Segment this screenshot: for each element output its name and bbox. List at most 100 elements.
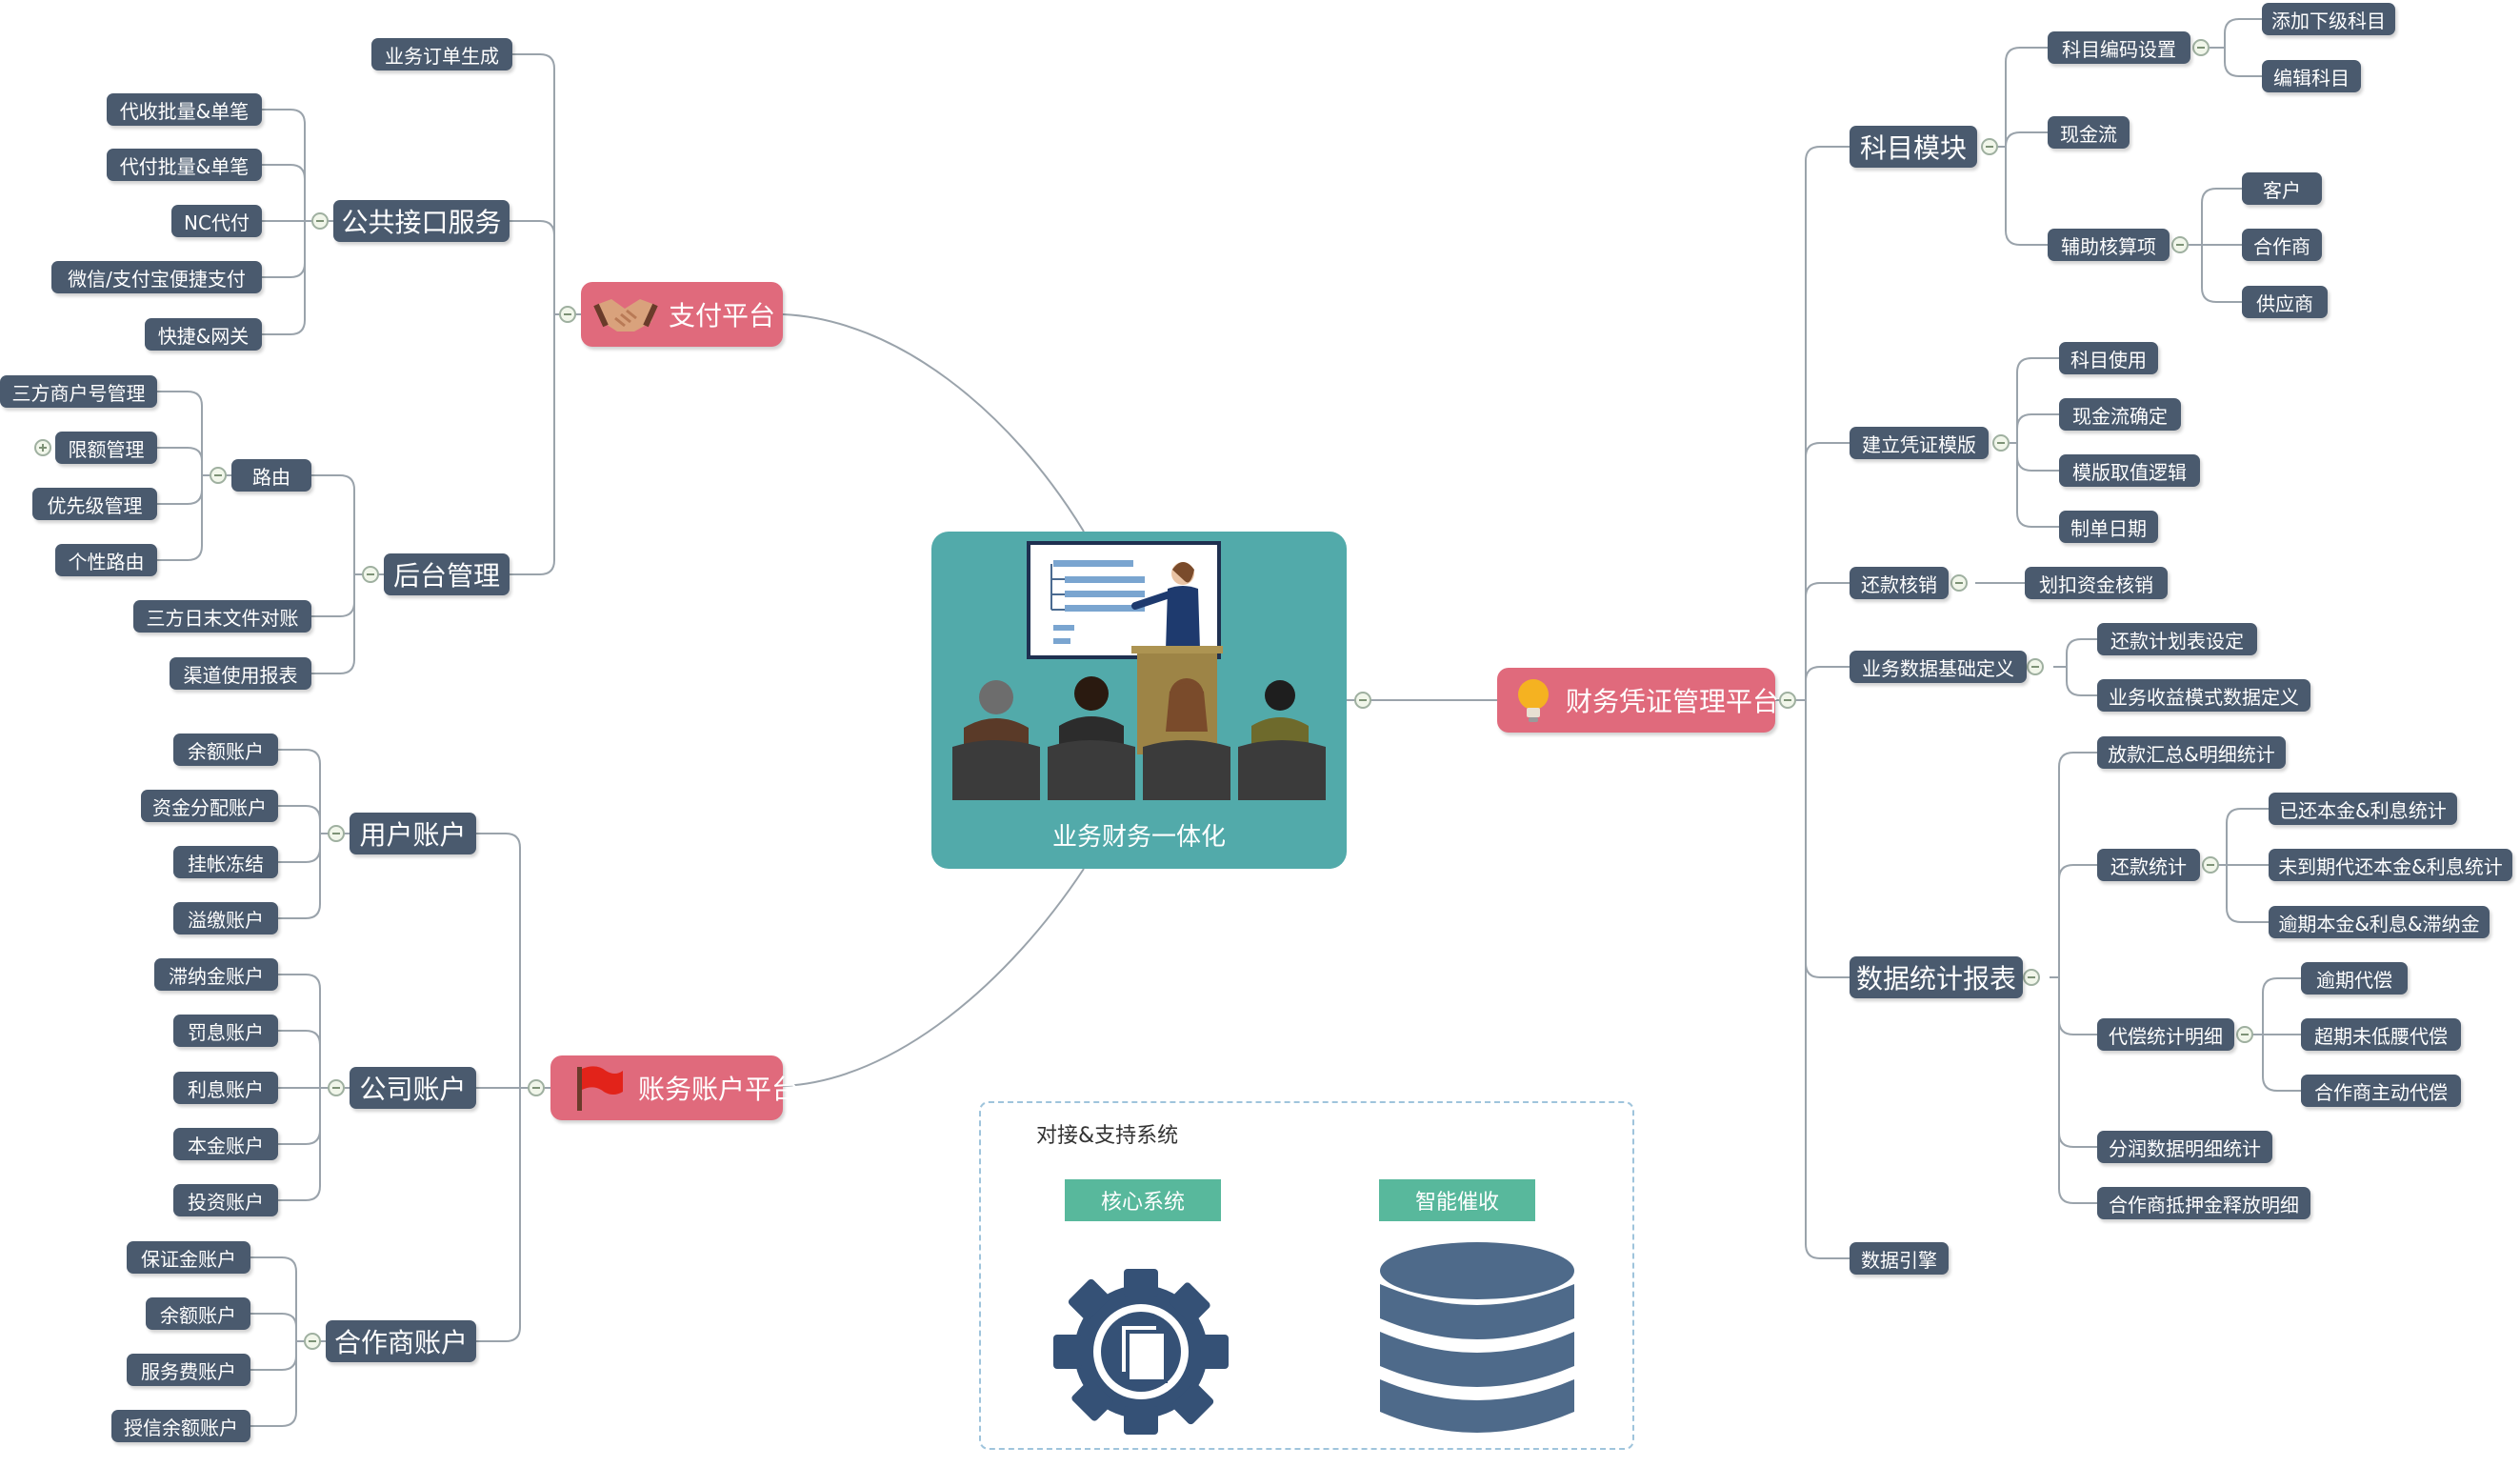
routing-node[interactable]: 路由	[231, 459, 311, 492]
stats-node[interactable]: 数据统计报表	[1850, 956, 2023, 998]
account-platform[interactable]: 账务账户平台	[550, 1055, 798, 1120]
subject-coding-item[interactable]: 添加下级科目	[2262, 3, 2395, 35]
subject-coding-item[interactable]: 编辑科目	[2262, 60, 2361, 92]
public-api-item[interactable]: NC代付	[171, 205, 262, 237]
collapse-toggle[interactable]	[2192, 39, 2210, 56]
public-api-item[interactable]: 微信/支付宝便捷支付	[51, 261, 262, 293]
subject-coding-node[interactable]: 科目编码设置	[2048, 31, 2190, 64]
collapse-toggle[interactable]	[1950, 574, 1968, 592]
backend-item[interactable]: 三方日末文件对账	[133, 600, 311, 633]
collapse-toggle[interactable]	[1992, 434, 2010, 452]
partner-account-item[interactable]: 保证金账户	[127, 1241, 250, 1274]
compensation-item[interactable]: 逾期代偿	[2301, 962, 2408, 995]
company-account-item[interactable]: 罚息账户	[173, 1015, 278, 1047]
partner-account-item[interactable]: 余额账户	[146, 1297, 250, 1330]
company-account-item[interactable]: 投资账户	[173, 1184, 278, 1216]
data-engine-node[interactable]: 数据引擎	[1850, 1242, 1949, 1275]
collapse-toggle[interactable]	[1779, 692, 1796, 709]
aux-node[interactable]: 辅助核算项	[2048, 229, 2170, 261]
company-account-item[interactable]: 滞纳金账户	[154, 958, 278, 991]
collateral-node[interactable]: 合作商抵押金释放明细	[2097, 1187, 2310, 1219]
partner-account-node[interactable]: 合作商账户	[326, 1320, 476, 1362]
backend-node[interactable]: 后台管理	[384, 553, 510, 595]
company-account-item[interactable]: 本金账户	[173, 1128, 278, 1160]
collapse-toggle[interactable]	[328, 1079, 345, 1096]
center-label: 业务财务一体化	[1051, 823, 1226, 852]
lightbulb-icon	[1518, 679, 1549, 722]
support-systems-box: 对接&支持系统 核心系统 智能催收	[979, 1101, 1634, 1450]
public-api-node[interactable]: 公共接口服务	[333, 200, 510, 242]
cashflow-node[interactable]: 现金流	[2048, 116, 2130, 149]
template-item[interactable]: 制单日期	[2059, 511, 2158, 543]
user-account-item[interactable]: 溢缴账户	[173, 902, 278, 934]
center-topic[interactable]: 业务财务一体化	[931, 532, 1347, 869]
collapse-toggle[interactable]	[2202, 856, 2219, 874]
collapse-toggle[interactable]	[328, 825, 345, 842]
routing-item[interactable]: 限额管理	[55, 432, 157, 464]
routing-item[interactable]: 三方商户号管理	[0, 375, 157, 408]
user-account-item[interactable]: 挂帐冻结	[173, 846, 278, 878]
account-platform-label: 账务账户平台	[638, 1074, 799, 1105]
compensation-node[interactable]: 代偿统计明细	[2097, 1018, 2234, 1051]
template-item[interactable]: 科目使用	[2059, 342, 2158, 374]
aux-item[interactable]: 合作商	[2242, 229, 2322, 261]
collapse-toggle[interactable]	[304, 1333, 321, 1350]
collapse-toggle[interactable]	[528, 1079, 545, 1096]
finance-platform-label: 财务凭证管理平台	[1566, 686, 1780, 717]
repay-stats-item[interactable]: 未到期代还本金&利息统计	[2269, 849, 2512, 881]
template-item[interactable]: 模版取值逻辑	[2059, 454, 2200, 487]
public-api-item[interactable]: 快捷&网关	[145, 318, 262, 351]
backend-item[interactable]: 渠道使用报表	[170, 657, 311, 690]
gear-document-icon	[1053, 1269, 1229, 1435]
routing-item[interactable]: 个性路由	[55, 544, 157, 576]
collapse-toggle[interactable]	[559, 306, 576, 323]
bizdata-node[interactable]: 业务数据基础定义	[1850, 651, 2027, 683]
collapse-toggle[interactable]	[2027, 658, 2044, 675]
collapse-toggle[interactable]	[2171, 236, 2189, 253]
compensation-item[interactable]: 超期未低腰代偿	[2301, 1018, 2461, 1051]
collection-system-tag[interactable]: 智能催收	[1379, 1179, 1535, 1221]
payment-platform[interactable]: 支付平台	[581, 282, 783, 347]
red-flag-icon	[577, 1066, 623, 1111]
collapse-toggle[interactable]	[362, 566, 379, 583]
user-account-node[interactable]: 用户账户	[350, 813, 476, 854]
repay-node[interactable]: 还款核销	[1850, 567, 1949, 599]
partner-account-item[interactable]: 服务费账户	[127, 1354, 250, 1386]
collapse-toggle[interactable]	[210, 467, 227, 484]
collapse-toggle[interactable]	[2236, 1026, 2253, 1043]
expand-toggle[interactable]	[34, 439, 51, 456]
collapse-toggle[interactable]	[311, 212, 329, 230]
aux-item[interactable]: 供应商	[2242, 286, 2328, 318]
template-node[interactable]: 建立凭证模版	[1850, 427, 1989, 459]
collapse-toggle[interactable]	[2023, 969, 2040, 986]
repay-stats-node[interactable]: 还款统计	[2097, 849, 2200, 881]
template-item[interactable]: 现金流确定	[2059, 398, 2181, 431]
profit-node[interactable]: 分润数据明细统计	[2097, 1131, 2272, 1163]
public-api-item[interactable]: 代付批量&单笔	[107, 149, 262, 181]
handshake-icon	[593, 299, 658, 332]
support-title: 对接&支持系统	[1036, 1124, 1179, 1148]
routing-item[interactable]: 优先级管理	[32, 488, 157, 520]
bizdata-item[interactable]: 还款计划表设定	[2097, 623, 2257, 655]
compensation-item[interactable]: 合作商主动代偿	[2301, 1075, 2461, 1107]
collapse-toggle[interactable]	[1354, 692, 1371, 709]
stats-loan-node[interactable]: 放款汇总&明细统计	[2097, 736, 2286, 769]
company-account-item[interactable]: 利息账户	[173, 1072, 278, 1104]
public-api-item[interactable]: 代收批量&单笔	[107, 93, 262, 126]
order-node[interactable]: 业务订单生成	[371, 38, 512, 70]
user-account-item[interactable]: 资金分配账户	[141, 790, 278, 822]
finance-platform[interactable]: 财务凭证管理平台	[1497, 668, 1779, 733]
subject-module-node[interactable]: 科目模块	[1850, 126, 1977, 168]
partner-account-item[interactable]: 授信余额账户	[111, 1410, 250, 1442]
aux-item[interactable]: 客户	[2242, 172, 2322, 205]
presentation-icon	[952, 541, 1326, 800]
repay-stats-item[interactable]: 逾期本金&利息&滞纳金	[2269, 906, 2490, 938]
user-account-item[interactable]: 余额账户	[173, 734, 278, 766]
collapse-toggle[interactable]	[1981, 138, 1998, 155]
repay-stats-item[interactable]: 已还本金&利息统计	[2269, 793, 2457, 825]
core-system-tag[interactable]: 核心系统	[1065, 1179, 1221, 1221]
company-account-node[interactable]: 公司账户	[350, 1067, 476, 1109]
repay-item[interactable]: 划扣资金核销	[2025, 567, 2168, 599]
bizdata-item[interactable]: 业务收益模式数据定义	[2097, 679, 2310, 712]
